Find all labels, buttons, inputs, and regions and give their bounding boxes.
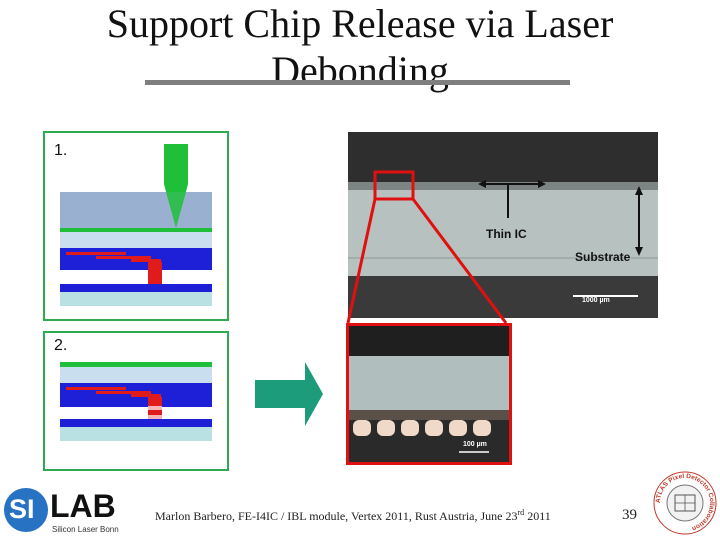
scale-label-top: 1000 µm — [582, 297, 610, 304]
sensor-top — [60, 419, 212, 427]
footer-text-end: 2011 — [524, 509, 551, 523]
footer-superscript: rd — [517, 508, 525, 517]
footer-text: Marlon Barbero, FE-I4IC / IBL module, Ve… — [155, 509, 518, 523]
bump-stack — [148, 270, 162, 284]
bump-stack — [148, 406, 162, 410]
silab-logo-subtitle: Silicon Laser Bonn — [52, 525, 119, 534]
silab-logo-circle — [4, 488, 48, 532]
bond-layer — [60, 367, 212, 383]
zoom-photo — [349, 326, 509, 462]
chip-wiring — [131, 259, 161, 262]
chip-wiring — [96, 256, 151, 259]
zoom-callout — [346, 170, 508, 324]
substrate-marker — [635, 186, 643, 256]
sensor-top — [60, 284, 212, 292]
thin-ic-marker — [478, 180, 546, 218]
atlas-pixel-logo: ATLAS Pixel Detector Collaboration — [653, 471, 717, 535]
glass-support — [60, 192, 212, 228]
step1-label: 1. — [54, 142, 68, 159]
step2-label: 2. — [54, 337, 68, 354]
bump-row — [353, 420, 491, 436]
right-arrow-icon — [255, 362, 323, 426]
sensor-bottom — [60, 427, 212, 441]
silab-logo: SI LAB Silicon Laser Bonn — [4, 486, 134, 536]
chip-wiring — [96, 391, 151, 394]
laser-beam — [164, 144, 188, 184]
scale-label-bottom: 100 µm — [463, 441, 487, 448]
slide-title-line2: Debonding — [271, 48, 449, 93]
footer-citation: Marlon Barbero, FE-I4IC / IBL module, Ve… — [155, 508, 551, 524]
page-number: 39 — [622, 507, 637, 523]
bump-stack — [148, 415, 162, 419]
slide-title-line1: Support Chip Release via Laser — [106, 1, 614, 46]
release-layer — [60, 362, 212, 367]
cross-section-photo — [348, 132, 658, 318]
gap — [60, 270, 212, 284]
gap — [60, 407, 212, 419]
zoom-line-left — [346, 198, 377, 324]
zoom-box — [373, 170, 415, 201]
silab-logo-si: SI — [9, 494, 35, 524]
silab-logo-lab: LAB — [50, 488, 116, 524]
thin-ic-label: Thin IC — [486, 227, 527, 241]
chip-wiring — [131, 394, 161, 397]
chip-wiring — [66, 252, 126, 255]
step2-diagram — [60, 362, 212, 441]
bond-layer — [60, 232, 212, 248]
substrate-label: Substrate — [575, 250, 631, 264]
sensor-bottom — [60, 292, 212, 306]
laser-beam-overlay — [166, 192, 186, 228]
release-layer — [60, 228, 212, 232]
chip-wiring — [66, 387, 126, 390]
zoom-line-right — [411, 198, 508, 324]
slide-title: Support Chip Release via Laser Debonding — [0, 0, 720, 94]
step1-diagram — [60, 144, 212, 306]
title-underline — [145, 80, 570, 85]
